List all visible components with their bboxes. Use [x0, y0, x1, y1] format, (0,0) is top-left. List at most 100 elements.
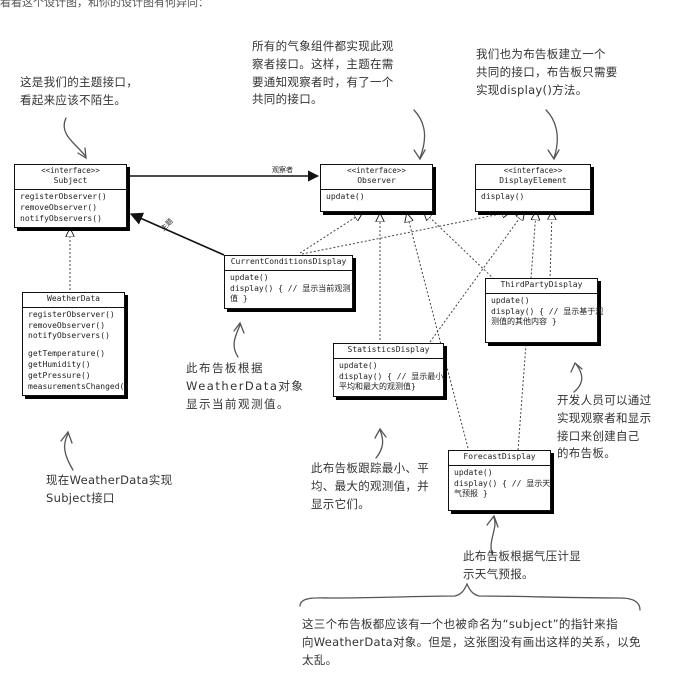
current-implements-observer: [299, 213, 362, 254]
observer-note: 所有的气象组件都实现此观 察者接口。这样，主题在需 要通知观察者时，有了一个 共…: [252, 38, 394, 109]
note-line: 显示它们。: [311, 496, 370, 511]
statistics-implements-display: [429, 212, 524, 343]
subject-note: 这是我们的主题接口， 看起来应该不陌生。: [20, 74, 138, 110]
thirdparty-implements-display: [550, 212, 552, 281]
forecast-method: update(): [454, 467, 493, 477]
note-line: 这三个布告板都应该有一个也被命名为“subject”的指针来指: [302, 617, 618, 631]
statistics-note: 此布告板跟踪最小、平 均、最大的观测值，并 显示它们。: [311, 460, 429, 513]
note-line: 此布告板跟踪最小、平: [311, 461, 429, 475]
weather-data-class-box: WeatherData registerObserver() removeObs…: [22, 292, 130, 397]
note-line: 要通知观察者时，有了一个: [252, 74, 394, 89]
note-line: 此布告板根据: [186, 361, 264, 375]
forecast-method: 气预报 }: [454, 489, 488, 499]
observer-name: Observer: [357, 176, 396, 186]
note-line: 这是我们的主题接口，: [20, 75, 138, 89]
statistics-method: 平均和最大的观测值}: [339, 382, 416, 392]
note-line: 均、最大的观测值，并: [311, 478, 429, 493]
note-line: 此布告板根据气压计显: [463, 549, 581, 563]
note-line: 开发人员可以通过: [557, 393, 652, 407]
weather-data-note: 现在WeatherData实现 Subject接口: [46, 472, 172, 508]
top-caption: 看看这个设计图，和你的设计图有何异同：: [0, 0, 209, 9]
observer-method: update(): [326, 191, 365, 201]
note-line: 实现观察者和显示: [557, 410, 652, 425]
subject-stereotype: <<interface>>: [41, 166, 100, 175]
statistics-name: StatisticsDisplay: [347, 345, 430, 354]
weather-data-method: getHumidity(): [28, 359, 91, 369]
third-party-method: display() { // 显示基于观: [491, 306, 604, 316]
bottom-note: 这三个布告板都应该有一个也被命名为“subject”的指针来指 向Weather…: [302, 616, 641, 669]
note-line: 显示当前观测值。: [186, 396, 290, 411]
current-note-arrow: [233, 324, 241, 358]
current-conditions-name: CurrentConditionsDisplay: [230, 257, 347, 266]
weather-data-name: WeatherData: [47, 294, 100, 303]
note-line: 察者接口。这样，主题在需: [252, 56, 394, 71]
weather-data-method: removeObserver(): [28, 320, 106, 330]
third-party-class-box: ThirdPartyDisplay update() display() { /…: [485, 278, 604, 344]
note-line: Subject接口: [46, 490, 115, 505]
third-party-method: 测值的其他内容 }: [491, 317, 557, 327]
note-line: 向WeatherData对象。但是，这张图没有画出这样的关系，以免: [302, 634, 641, 649]
statistics-method: update(): [339, 360, 378, 370]
display-element-method: display(): [481, 191, 525, 201]
thirdparty-note-arrowhead: [570, 361, 583, 373]
statistics-method: display() { // 显示最小、: [339, 371, 452, 381]
weather-note-arrowhead: [60, 430, 73, 444]
forecast-class-box: ForecastDisplay update() display() { // …: [448, 450, 551, 512]
forecast-note: 此布告板根据气压计显 示天气预报。: [463, 548, 581, 584]
observer-stereotype: <<interface>>: [347, 166, 406, 175]
statistics-note-arrowhead: [374, 427, 387, 439]
current-conditions-method: update(): [230, 272, 269, 282]
current-note-arrowhead: [233, 321, 245, 334]
note-line: 示天气预报。: [463, 566, 534, 581]
current-subject-association: [129, 212, 225, 256]
third-party-name: ThirdPartyDisplay: [500, 280, 583, 289]
current-conditions-method: 值 }: [230, 294, 248, 304]
forecast-note-arrow: [490, 517, 496, 555]
weather-data-method: measurementsChanged(): [28, 381, 130, 391]
subject-method: notifyObservers(): [20, 213, 102, 223]
bottom-brace: [299, 582, 641, 611]
note-line: 看起来应该不陌生。: [20, 92, 127, 107]
note-line: 实现display()方法。: [476, 82, 588, 97]
observer-note-arrowhead: [413, 149, 426, 161]
current-conditions-note: 此布告板根据 WeatherData对象 显示当前观测值。: [186, 360, 304, 413]
note-line: 我们也为布告板建立一个: [476, 47, 606, 61]
subject-note-arrowhead: [77, 147, 87, 160]
display-note-arrow: [545, 109, 558, 159]
statistics-class-box: StatisticsDisplay update() display() { /…: [333, 343, 452, 398]
display-element-stereotype: <<interface>>: [503, 166, 563, 175]
subject-interface-box: <<interface>> Subject registerObserver()…: [14, 164, 127, 229]
observer-interface-box: <<interface>> Observer update(): [320, 164, 433, 212]
subject-note-arrow: [63, 117, 87, 158]
subject-method: registerObserver(): [20, 191, 107, 201]
display-element-name: DisplayElement: [499, 176, 567, 186]
current-conditions-method: display() { // 显示当前观测: [230, 283, 351, 293]
display-note-arrowhead: [547, 149, 560, 161]
observers-edge-label: 观察者: [272, 166, 293, 174]
weather-data-method: registerObserver(): [28, 309, 115, 319]
note-line: 共同的接口。: [252, 92, 323, 107]
note-line: 共同的接口，布告板只需要: [476, 64, 618, 79]
display-element-interface-box: <<interface>> DisplayElement display(): [475, 164, 591, 212]
forecast-note-arrowhead: [486, 514, 499, 528]
subject-method: removeObserver(): [20, 202, 98, 212]
thirdparty-note-arrow: [573, 363, 583, 393]
forecast-name: ForecastDisplay: [463, 452, 536, 461]
weather-data-method: getPressure(): [28, 370, 91, 380]
weather-data-method: getTemperature(): [28, 349, 106, 359]
third-party-method: update(): [491, 295, 530, 305]
weather-note-arrow: [63, 433, 74, 471]
current-conditions-class-box: CurrentConditionsDisplay update() displa…: [224, 255, 353, 310]
note-line: WeatherData对象: [186, 378, 305, 393]
note-line: 太乱。: [302, 652, 338, 667]
current-implements-display: [301, 212, 510, 255]
thirdparty-implements-observer: [424, 212, 498, 283]
note-line: 接口来创建自己: [557, 428, 640, 443]
subject-name: Subject: [53, 176, 88, 186]
note-line: 现在WeatherData实现: [46, 473, 173, 487]
observer-note-arrow: [413, 109, 426, 159]
statistics-note-arrow: [375, 429, 384, 459]
display-note: 我们也为布告板建立一个 共同的接口，布告板只需要 实现display()方法。: [476, 46, 618, 99]
third-party-note: 开发人员可以通过 实现观察者和显示 接口来创建自己 的布告板。: [557, 392, 651, 463]
